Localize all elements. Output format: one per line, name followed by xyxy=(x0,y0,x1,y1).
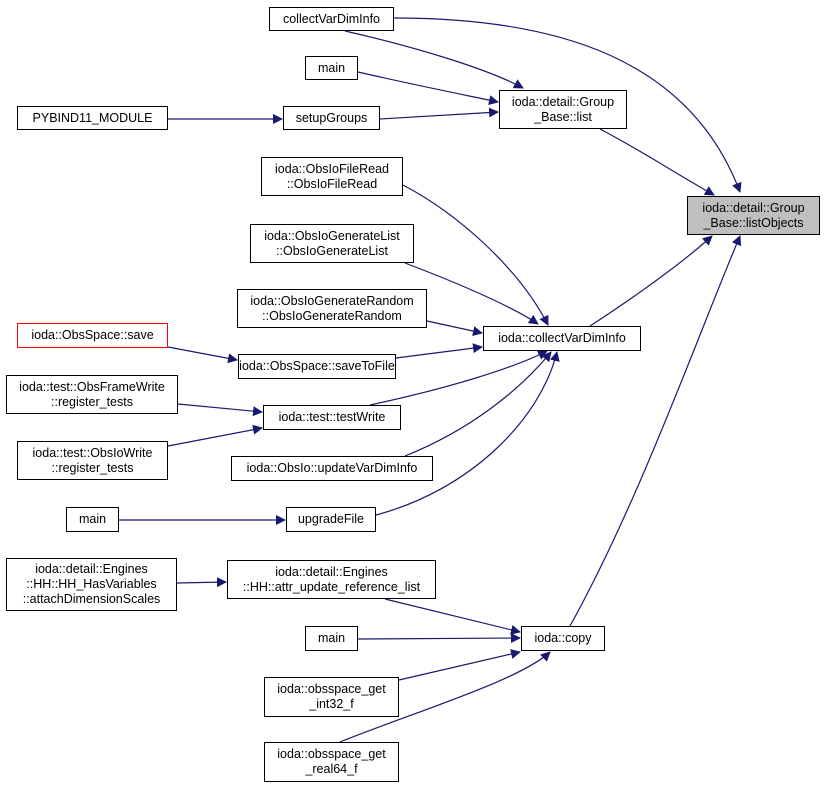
node-upgradeFile[interactable]: upgradeFile xyxy=(286,507,376,532)
node-label: _Base::list xyxy=(534,109,592,124)
node-obsIoWrite-register-tests[interactable]: ioda::test::ObsIoWrite ::register_tests xyxy=(17,441,168,480)
node-label: PYBIND11_MODULE xyxy=(32,110,153,125)
edge-collectVarDimInfo-to-groupList xyxy=(344,30,524,89)
node-label: ioda::ObsSpace::saveToFile xyxy=(239,359,395,373)
node-ioda-collectVarDimInfo[interactable]: ioda::collectVarDimInfo xyxy=(483,326,641,351)
edge-main-to-copy xyxy=(357,633,521,644)
node-label: ioda::copy xyxy=(534,631,592,645)
node-label: ioda::ObsIoGenerateRandom xyxy=(250,293,414,308)
node-obsIo-updateVarDimInfo[interactable]: ioda::ObsIo::updateVarDimInfo xyxy=(231,456,433,481)
node-label: main xyxy=(317,60,346,75)
node-test-testWrite[interactable]: ioda::test::testWrite xyxy=(263,405,401,430)
node-label: collectVarDimInfo xyxy=(282,11,381,26)
node-label: ::ObsIoFileRead xyxy=(286,176,378,191)
node-label: ioda::test::ObsIoWrite xyxy=(32,445,153,460)
node-label: ioda::detail::Group xyxy=(702,200,805,215)
node-obsspace-get-int32[interactable]: ioda::obsspace_get _int32_f xyxy=(264,677,399,717)
node-label: _int32_f xyxy=(309,697,354,711)
edge-groupList-to-listObjects xyxy=(599,128,715,196)
edge-genRandom-to-collectVarDimInfo xyxy=(426,320,483,336)
node-ioda-copy[interactable]: ioda::copy xyxy=(521,626,605,651)
node-label: ioda::collectVarDimInfo xyxy=(498,331,626,345)
node-label: ioda::obsspace_get xyxy=(277,682,386,696)
node-label: ioda::ObsSpace::save xyxy=(31,328,154,342)
node-label: upgradeFile xyxy=(297,512,364,526)
edge-fileRead-to-collectVarDimInfo xyxy=(402,184,549,326)
edge-ioWrite-to-testWrite xyxy=(167,424,263,447)
node-collectVarDimInfo-top[interactable]: collectVarDimInfo xyxy=(269,7,394,31)
edge-testWrite-to-collectVarDimInfo xyxy=(369,350,548,406)
node-label: ioda::detail::Engines xyxy=(35,562,148,576)
node-attr-update-reference-list[interactable]: ioda::detail::Engines ::HH::attr_update_… xyxy=(227,560,436,599)
node-listObjects: ioda::detail::Group _Base::listObjects xyxy=(687,196,820,235)
node-label: ::ObsIoGenerateRandom xyxy=(262,308,402,323)
node-label: ::attachDimensionScales xyxy=(22,592,161,606)
node-group-list[interactable]: ioda::detail::Group _Base::list xyxy=(499,90,627,129)
node-obsFrameWrite-register-tests[interactable]: ioda::test::ObsFrameWrite ::register_tes… xyxy=(6,375,178,414)
node-label: ::register_tests xyxy=(51,394,133,409)
edge-frameWrite-to-testWrite xyxy=(177,403,263,417)
node-label: main xyxy=(317,631,346,645)
edge-copy-to-listObjects xyxy=(569,235,742,627)
node-main-copy[interactable]: main xyxy=(305,626,358,651)
node-label: ::HH::HH_HasVariables xyxy=(26,577,157,591)
edge-saveToFile-to-collectVarDimInfo xyxy=(395,343,483,359)
edge-attachDims-to-attrUpdate xyxy=(176,577,227,588)
node-label: ioda::ObsIoGenerateList xyxy=(264,228,400,243)
node-label: _Base::listObjects xyxy=(703,215,804,230)
edge-updateVarDimInfo-to-collectVarDimInfo xyxy=(404,351,552,457)
edge-main-to-groupList xyxy=(357,71,499,106)
node-label: ioda::detail::Group xyxy=(511,94,615,109)
edge-attrUpdate-to-copy xyxy=(384,598,521,635)
node-obsIoFileRead[interactable]: ioda::ObsIoFileRead ::ObsIoFileRead xyxy=(261,157,403,196)
edge-upgradeFile-to-collectVarDimInfo xyxy=(375,351,560,516)
node-label: ::HH::attr_update_reference_list xyxy=(242,579,421,594)
node-label: ioda::ObsIo::updateVarDimInfo xyxy=(246,461,418,475)
edge-save-to-saveToFile xyxy=(167,346,238,364)
edge-setupGroups-to-groupList xyxy=(379,107,499,120)
node-setupGroups[interactable]: setupGroups xyxy=(283,106,380,130)
node-main-top[interactable]: main xyxy=(305,56,358,80)
node-obsIoGenerateRandom[interactable]: ioda::ObsIoGenerateRandom ::ObsIoGenerat… xyxy=(237,289,427,328)
node-obsSpace-save[interactable]: ioda::ObsSpace::save xyxy=(17,323,168,348)
node-label: setupGroups xyxy=(295,110,368,125)
node-label: ::ObsIoGenerateList xyxy=(276,243,388,258)
edge-genList-to-collectVarDimInfo xyxy=(404,262,539,325)
node-label: ioda::test::testWrite xyxy=(278,410,386,424)
node-label: ::register_tests xyxy=(51,460,134,475)
node-label: ioda::ObsIoFileRead xyxy=(275,161,389,176)
node-pybind11-module[interactable]: PYBIND11_MODULE xyxy=(17,106,168,130)
node-obsSpace-saveToFile[interactable]: ioda::ObsSpace::saveToFile xyxy=(238,354,396,379)
node-label: _real64_f xyxy=(305,762,358,776)
node-attachDimensionScales[interactable]: ioda::detail::Engines ::HH::HH_HasVariab… xyxy=(6,558,177,611)
node-obsIoGenerateList[interactable]: ioda::ObsIoGenerateList ::ObsIoGenerateL… xyxy=(250,224,414,263)
node-label: ioda::obsspace_get xyxy=(277,747,386,761)
node-obsspace-get-real64[interactable]: ioda::obsspace_get _real64_f xyxy=(264,742,399,782)
edge-collectVarDimInfo-to-listObjects-2 xyxy=(589,235,713,327)
node-label: ioda::detail::Engines xyxy=(275,564,388,579)
edge-getReal64-to-copy xyxy=(339,651,551,743)
node-label: main xyxy=(78,512,107,526)
edge-getInt32-to-copy xyxy=(398,649,521,681)
edge-collectVarDimInfo-to-listObjects xyxy=(393,17,742,193)
node-main-upgrade[interactable]: main xyxy=(66,507,119,532)
node-label: ioda::test::ObsFrameWrite xyxy=(19,379,165,394)
